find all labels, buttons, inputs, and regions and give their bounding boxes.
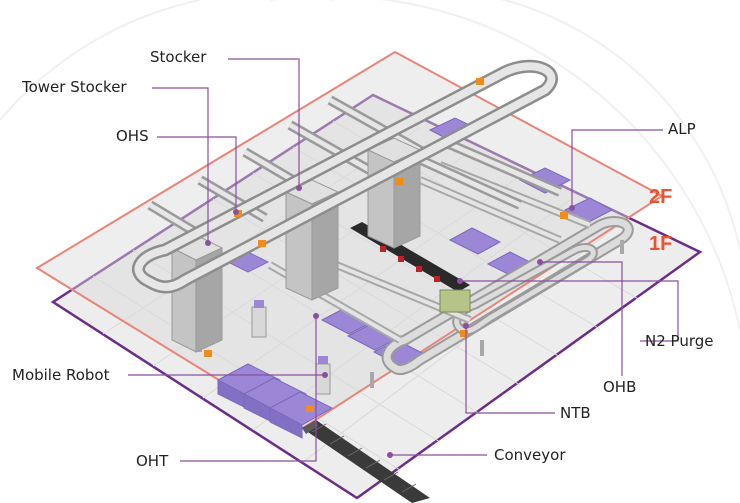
leader-lines	[128, 58, 679, 462]
label-stocker: Stocker	[150, 48, 207, 66]
label-n2-purge: N2 Purge	[645, 332, 714, 350]
ohs-rail-loop	[132, 59, 558, 294]
label-ohs: OHS	[116, 127, 149, 145]
mobile-robots	[251, 300, 331, 395]
leader-stocker	[228, 58, 300, 188]
leader-tower-stocker	[152, 87, 209, 243]
label-tower-stocker: Tower Stocker	[22, 78, 127, 96]
label-alp: ALP	[668, 120, 696, 138]
leader-ntb	[465, 326, 555, 414]
label-conveyor: Conveyor	[494, 446, 566, 464]
label-oht: OHT	[136, 452, 169, 470]
leader-n2-purge	[460, 280, 679, 342]
floor-label-1f: 1F	[649, 233, 673, 255]
leader-ohs	[157, 136, 237, 212]
leader-dots	[205, 185, 575, 458]
conveyor	[302, 420, 430, 503]
leader-oht	[180, 316, 317, 462]
leader-alp	[571, 129, 663, 208]
label-ntb: NTB	[560, 404, 591, 422]
floor-label-2f: 2F	[649, 186, 673, 208]
background-arcs	[0, 0, 740, 331]
label-mobile-robot: Mobile Robot	[12, 366, 110, 384]
label-ohb: OHB	[603, 378, 637, 396]
leader-ohb	[540, 261, 623, 376]
